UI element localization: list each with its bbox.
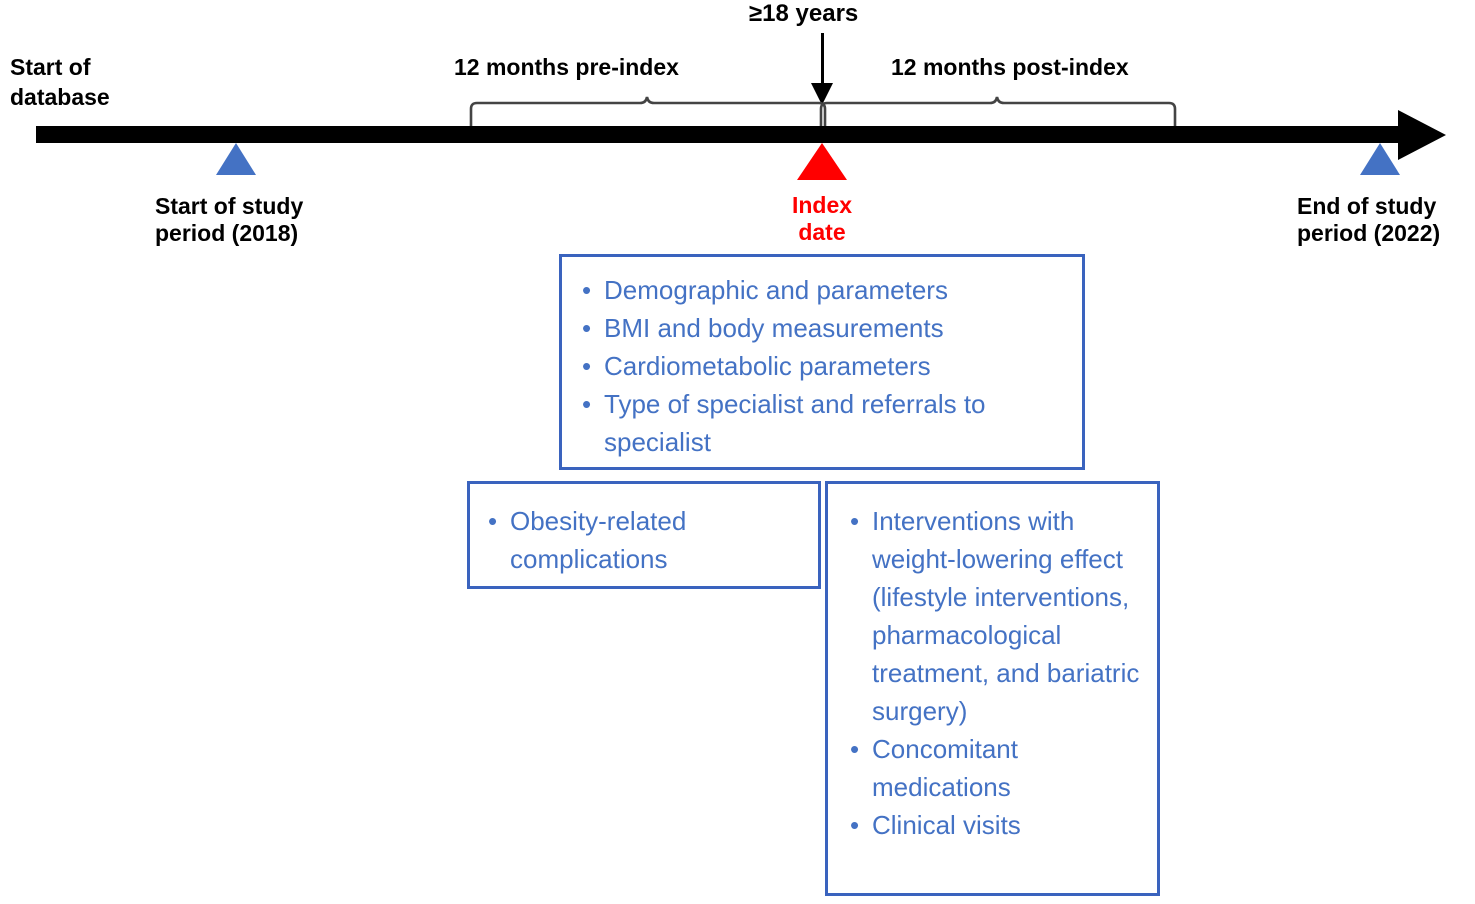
end-of-study-marker-icon	[1360, 143, 1400, 175]
list-item: BMI and body measurements	[578, 309, 1072, 347]
age-arrow-stem-icon	[821, 33, 824, 87]
index-date-marker-icon	[797, 143, 847, 180]
list-item: Type of specialist and referrals to spec…	[578, 385, 1072, 461]
index-date-label: Index date	[791, 192, 853, 245]
age-arrow-head-icon	[811, 83, 833, 105]
list-item: Demographic and parameters	[578, 271, 1072, 309]
pre-index-outcomes-box: Obesity-related complications	[467, 481, 821, 589]
pre-index-period-label: 12 months pre-index	[454, 54, 679, 80]
age-criterion-label: ≥18 years	[749, 0, 859, 27]
post-index-outcomes-list: Interventions with weight-lowering effec…	[846, 502, 1149, 844]
list-item: Concomitant medications	[846, 730, 1149, 806]
pre-index-outcomes-list: Obesity-related complications	[484, 502, 810, 578]
timeline-axis	[36, 126, 1426, 143]
list-item: Cardiometabolic parameters	[578, 347, 1072, 385]
start-of-study-label: Start of study period (2018)	[155, 193, 304, 246]
start-of-study-marker-icon	[216, 143, 256, 175]
post-index-bracket-icon	[819, 96, 1177, 134]
baseline-characteristics-list: Demographic and parameters BMI and body …	[578, 271, 1072, 461]
end-of-study-label: End of study period (2022)	[1297, 193, 1441, 246]
baseline-characteristics-box: Demographic and parameters BMI and body …	[559, 254, 1085, 470]
post-index-period-label: 12 months post-index	[891, 54, 1129, 80]
list-item: Clinical visits	[846, 806, 1149, 844]
list-item: Obesity-related complications	[484, 502, 810, 578]
list-item: Interventions with weight-lowering effec…	[846, 502, 1149, 730]
post-index-outcomes-box: Interventions with weight-lowering effec…	[825, 481, 1160, 896]
timeline-arrowhead-icon	[1398, 110, 1446, 160]
start-of-database-label: Start of database	[10, 54, 110, 110]
